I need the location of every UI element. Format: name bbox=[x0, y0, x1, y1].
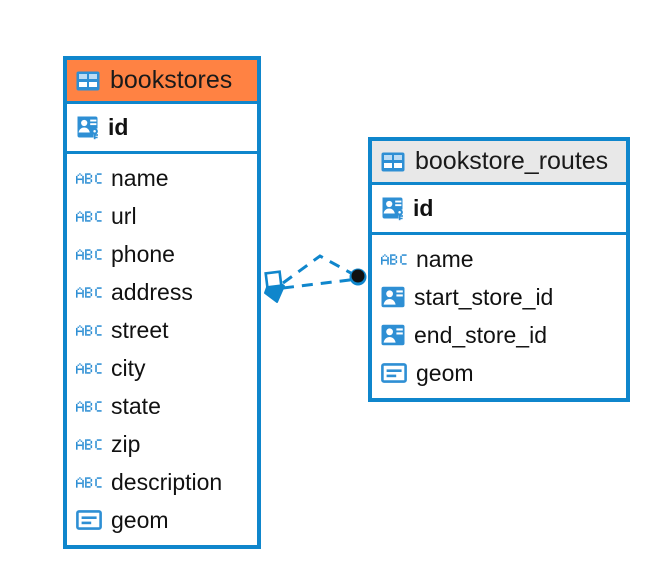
field-label: id bbox=[108, 113, 129, 140]
relationship-line-upper bbox=[282, 254, 359, 285]
field-row-zip[interactable]: zip bbox=[67, 425, 257, 463]
entity-header-bookstore-routes[interactable]: bookstore_routes bbox=[372, 141, 626, 185]
field-label: street bbox=[111, 316, 169, 343]
field-row-url[interactable]: url bbox=[67, 197, 257, 235]
field-row-phone[interactable]: phone bbox=[67, 235, 257, 273]
relationship-line-lower bbox=[282, 277, 359, 290]
abc-text-icon bbox=[76, 399, 102, 414]
primary-key-section: id bbox=[67, 104, 257, 154]
field-section: name url bbox=[67, 154, 257, 545]
field-label: id bbox=[413, 194, 434, 221]
field-row-id[interactable]: id bbox=[372, 189, 626, 227]
field-label: geom bbox=[416, 359, 474, 386]
abc-text-icon bbox=[76, 171, 102, 186]
entity-table-bookstores[interactable]: bookstores bbox=[63, 56, 261, 549]
primary-key-icon bbox=[381, 195, 407, 221]
field-label: name bbox=[416, 245, 474, 272]
crows-foot-many-icon bbox=[264, 270, 285, 303]
field-row-id[interactable]: id bbox=[67, 108, 257, 146]
primary-key-section: id bbox=[372, 185, 626, 235]
field-label: state bbox=[111, 392, 161, 419]
entity-title: bookstores bbox=[110, 66, 233, 94]
entity-title: bookstore_routes bbox=[415, 147, 609, 175]
field-row-start-store-id[interactable]: start_store_id bbox=[372, 278, 626, 316]
table-icon bbox=[381, 152, 405, 172]
field-label: geom bbox=[111, 506, 169, 533]
field-label: url bbox=[111, 202, 137, 229]
foreign-key-icon bbox=[381, 324, 405, 346]
table-icon bbox=[76, 71, 100, 91]
abc-text-icon bbox=[76, 361, 102, 376]
field-label: end_store_id bbox=[414, 321, 547, 348]
field-row-state[interactable]: state bbox=[67, 387, 257, 425]
field-label: name bbox=[111, 164, 169, 191]
foreign-key-icon bbox=[381, 286, 405, 308]
field-label: start_store_id bbox=[414, 283, 554, 310]
field-row-geom[interactable]: geom bbox=[372, 354, 626, 392]
field-label: zip bbox=[111, 430, 141, 457]
field-row-street[interactable]: street bbox=[67, 311, 257, 349]
geometry-icon bbox=[76, 509, 102, 531]
abc-text-icon bbox=[76, 323, 102, 338]
entity-table-bookstore-routes[interactable]: bookstore_routes bbox=[368, 137, 630, 402]
abc-text-icon bbox=[76, 285, 102, 300]
field-row-description[interactable]: description bbox=[67, 463, 257, 501]
abc-text-icon bbox=[76, 209, 102, 224]
field-label: phone bbox=[111, 240, 175, 267]
field-row-name[interactable]: name bbox=[372, 240, 626, 278]
field-row-geom[interactable]: geom bbox=[67, 501, 257, 539]
field-row-city[interactable]: city bbox=[67, 349, 257, 387]
field-row-name[interactable]: name bbox=[67, 159, 257, 197]
field-label: address bbox=[111, 278, 193, 305]
field-label: description bbox=[111, 468, 223, 495]
field-section: name start_store_id bbox=[372, 235, 626, 398]
geometry-icon bbox=[381, 362, 407, 384]
field-row-end-store-id[interactable]: end_store_id bbox=[372, 316, 626, 354]
abc-text-icon bbox=[76, 475, 102, 490]
field-label: city bbox=[111, 354, 146, 381]
entity-header-bookstores[interactable]: bookstores bbox=[67, 60, 257, 104]
abc-text-icon bbox=[76, 247, 102, 262]
primary-key-icon bbox=[76, 114, 102, 140]
abc-text-icon bbox=[76, 437, 102, 452]
field-row-address[interactable]: address bbox=[67, 273, 257, 311]
one-filled-dot-icon bbox=[349, 268, 367, 286]
abc-text-icon bbox=[381, 252, 407, 267]
